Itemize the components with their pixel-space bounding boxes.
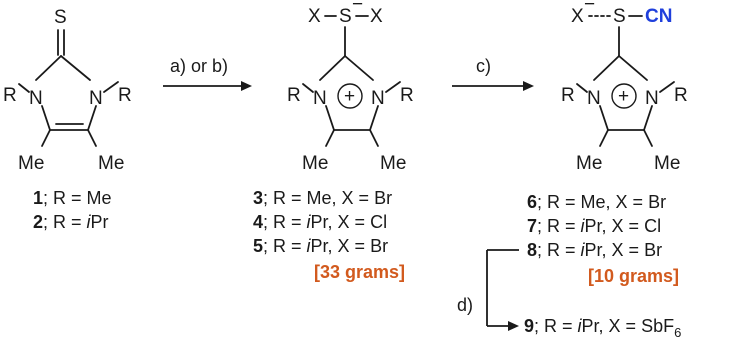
bond-n1-c5 xyxy=(325,105,335,131)
compound-1-label: 1; R = Me xyxy=(33,188,112,208)
arrow-step-c: c) xyxy=(452,56,534,91)
bond-c2-n3 xyxy=(618,55,648,81)
bond-n1-c5 xyxy=(599,105,609,131)
atom-x-left: X xyxy=(308,6,321,27)
structure-sx2-adduct: X S − X N N R R + Me Me xyxy=(287,0,414,174)
charge-plus: + xyxy=(618,86,629,107)
bond-c5-me xyxy=(325,129,335,147)
atom-x-right: X xyxy=(370,6,383,27)
arrow-label-d: d) xyxy=(457,295,473,315)
atom-r-right: R xyxy=(118,85,132,106)
bond-c2-n3 xyxy=(60,55,91,81)
atom-me-right: Me xyxy=(98,153,124,174)
bond-n3-r xyxy=(385,81,401,93)
compound-3-label: 3; R = Me, X = Br xyxy=(253,188,392,208)
bond-c4-me xyxy=(643,129,653,147)
bond-c2-n1 xyxy=(35,55,62,81)
bond-n3-c4 xyxy=(369,105,379,131)
arrow-label-ab: a) or b) xyxy=(170,56,228,76)
arrow-head-d xyxy=(508,321,519,331)
atom-n3: N xyxy=(371,88,385,109)
arrow-head-c xyxy=(523,81,534,91)
arrow-step-d: d) xyxy=(457,249,519,331)
compound-6-label: 6; R = Me, X = Br xyxy=(527,192,666,212)
compound-8-label: 8; R = iPr, X = Br xyxy=(527,240,662,260)
atom-r-left: R xyxy=(3,85,17,106)
bond-n1-r xyxy=(302,83,314,93)
ring-positive-charge xyxy=(611,83,637,109)
atom-n3: N xyxy=(89,88,103,109)
atom-me-right: Me xyxy=(380,153,406,174)
bond-c4-me xyxy=(87,129,97,147)
bond-c5-me xyxy=(41,129,51,147)
atom-s: S xyxy=(54,7,67,28)
bond-n3-c4 xyxy=(87,105,97,131)
atom-r-right: R xyxy=(674,85,688,106)
bond-n1-r xyxy=(18,83,30,93)
arrow-step-ab: a) or b) xyxy=(163,56,252,91)
bond-n1-r xyxy=(576,83,588,93)
atom-n1: N xyxy=(313,88,327,109)
atom-me-left: Me xyxy=(576,153,602,174)
structure-thiocyanate-adduct: X − S CN N N R R + Me Me xyxy=(561,0,688,174)
bond-n3-r xyxy=(659,81,675,93)
atom-n1: N xyxy=(587,88,601,109)
bond-c2-n1 xyxy=(593,55,620,81)
bond-c5-me xyxy=(599,129,609,147)
ring-positive-charge xyxy=(337,83,363,109)
scale-33-grams: [33 grams] xyxy=(314,262,405,282)
bond-n3-c4 xyxy=(643,105,653,131)
compound-4-label: 4; R = iPr, X = Cl xyxy=(253,212,387,232)
arrow-head-ab xyxy=(241,81,252,91)
bond-c2-n3 xyxy=(344,55,374,81)
compound-labels: 1; R = Me 2; R = iPr 3; R = Me, X = Br 4… xyxy=(33,188,681,340)
charge-plus: + xyxy=(344,86,355,107)
charge-minus-s: − xyxy=(352,0,363,15)
compound-9-label: 9; R = iPr, X = SbF6 xyxy=(524,316,681,340)
arrow-label-c: c) xyxy=(476,56,491,76)
atom-x-minus: X xyxy=(571,6,584,27)
atom-n3: N xyxy=(645,88,659,109)
structure-thione: S N N R R Me Me xyxy=(3,7,132,174)
compound-5-label: 5; R = iPr, X = Br xyxy=(253,236,388,256)
bond-c4-me xyxy=(369,129,379,147)
charge-minus-x: − xyxy=(584,0,595,15)
bond-c2-n1 xyxy=(319,55,346,81)
atom-r-left: R xyxy=(287,85,301,106)
atom-me-left: Me xyxy=(18,153,44,174)
bond-n3-r xyxy=(103,81,119,93)
atom-n1: N xyxy=(29,88,43,109)
compound-7-label: 7; R = iPr, X = Cl xyxy=(527,216,661,236)
bond-n1-c5 xyxy=(41,105,51,131)
atom-r-left: R xyxy=(561,85,575,106)
group-cn: CN xyxy=(645,6,672,27)
atom-me-right: Me xyxy=(654,153,680,174)
atom-r-right: R xyxy=(400,85,414,106)
scale-10-grams: [10 grams] xyxy=(588,266,679,286)
compound-2-label: 2; R = iPr xyxy=(33,212,109,232)
atom-me-left: Me xyxy=(302,153,328,174)
atom-s-center: S xyxy=(339,6,352,27)
atom-s-center: S xyxy=(613,6,626,27)
